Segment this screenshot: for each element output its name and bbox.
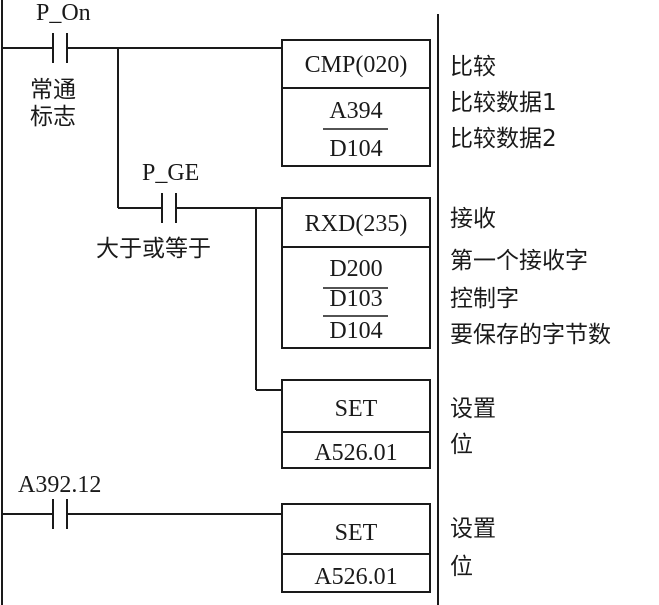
p-ge-label: P_GE (142, 160, 199, 186)
rxd-title: RXD(235) (305, 211, 408, 237)
rxd-operand-1: D200 (329, 256, 382, 282)
rxd-operand-3: D104 (329, 318, 382, 344)
set1-block (281, 379, 431, 469)
set2-title: SET (335, 520, 378, 546)
cmp-comment-2: 比较数据1 (450, 90, 557, 116)
cmp-operand-1: A394 (329, 98, 382, 124)
cmp-comment-1: 比较 (450, 54, 496, 80)
rxd-comment-2: 第一个接收字 (450, 248, 588, 274)
set1-comment-1: 设置 (450, 396, 496, 422)
set2-operand: A526.01 (314, 564, 397, 590)
p-ge-comment: 大于或等于 (96, 236, 211, 262)
p-on-label: P_On (36, 0, 91, 26)
cmp-title: CMP(020) (305, 52, 408, 78)
set2-comment-1: 设置 (450, 516, 496, 542)
set1-title: SET (335, 396, 378, 422)
rxd-comment-3: 控制字 (450, 286, 519, 312)
rxd-block (281, 197, 431, 349)
cmp-comment-3: 比较数据2 (450, 126, 557, 152)
rxd-comment-1: 接收 (450, 206, 496, 232)
p-on-comment-line1: 常通 (30, 77, 76, 103)
set1-operand: A526.01 (314, 440, 397, 466)
set2-block (281, 503, 431, 593)
set1-comment-2: 位 (450, 432, 473, 458)
a392-label: A392.12 (18, 472, 101, 498)
set2-comment-2: 位 (450, 554, 473, 580)
rxd-operand-2: D103 (329, 286, 382, 312)
p-on-comment-line2: 标志 (30, 104, 76, 130)
cmp-operand-2: D104 (329, 136, 382, 162)
cmp-block (281, 39, 431, 167)
rxd-comment-4: 要保存的字节数 (450, 322, 611, 348)
